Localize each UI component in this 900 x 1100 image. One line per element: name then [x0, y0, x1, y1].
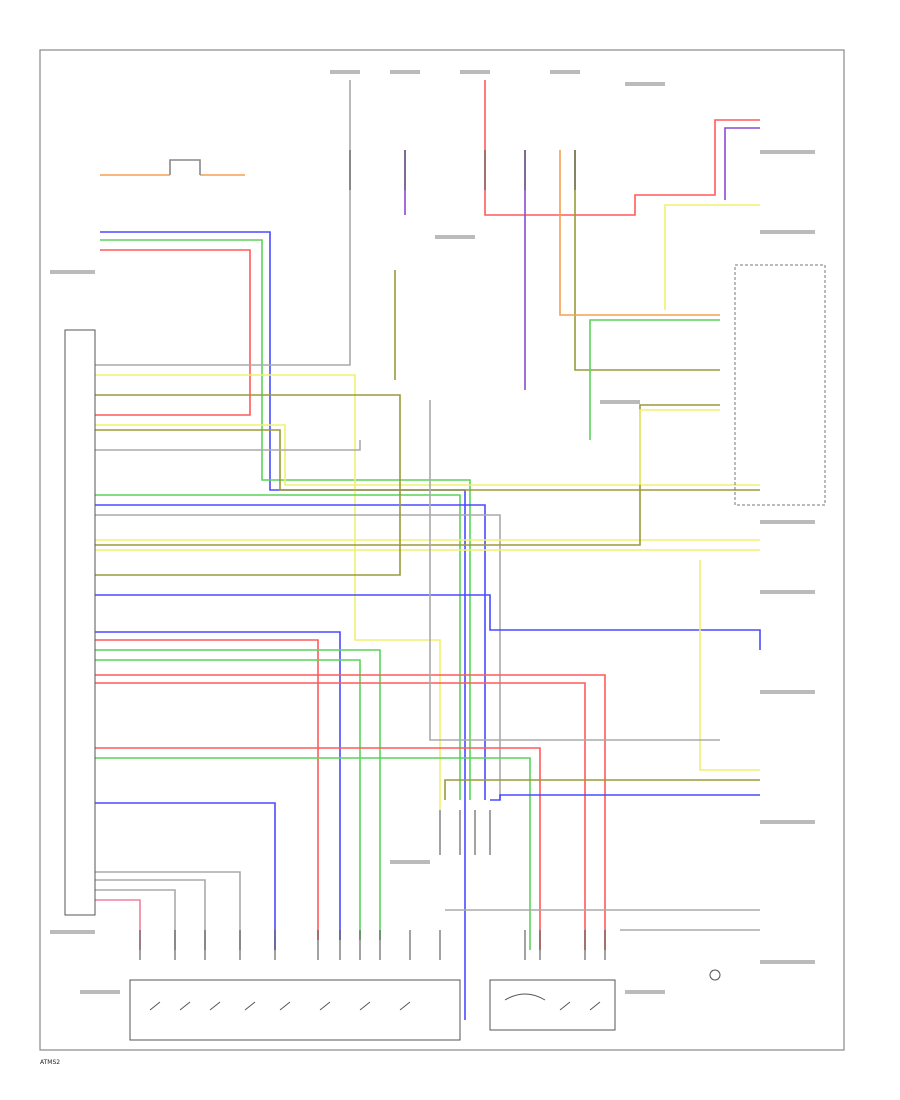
- lower-switch-box-1: [129, 979, 461, 1041]
- wire-green-2: [95, 494, 461, 800]
- wire-yellow-1: [95, 374, 441, 810]
- switches-lower-2: [504, 993, 601, 1011]
- wire-pink-1: [95, 899, 141, 950]
- wire-blue-2: [95, 504, 486, 800]
- label-mark: [760, 590, 815, 594]
- wires: [95, 80, 761, 1020]
- wire-olive-2: [95, 429, 760, 491]
- wire-gray-right: [429, 400, 720, 741]
- label-mark: [760, 690, 815, 694]
- label-mark: [600, 400, 640, 404]
- wire-green-5: [95, 757, 531, 950]
- wire-red-2: [95, 639, 319, 940]
- wire-red-top-right: [484, 80, 760, 216]
- right-component-box: [734, 264, 826, 506]
- wire-red-5: [95, 747, 541, 950]
- wire-blue-3: [95, 594, 761, 650]
- label-mark: [760, 960, 815, 964]
- connector-ticks: [139, 150, 606, 960]
- label-mark: [50, 930, 95, 934]
- wire-olive-right-2: [444, 779, 760, 800]
- ticks-top-row: [349, 150, 576, 190]
- wire-green-1: [100, 239, 471, 800]
- tiny-label-marks: [50, 70, 815, 994]
- wire-yellow-2: [95, 424, 760, 486]
- diagram-border: [39, 49, 845, 1051]
- wire-olive-3: [95, 430, 401, 576]
- wire-blue-4: [95, 631, 341, 940]
- wire-gray-3: [95, 514, 501, 800]
- switch-symbols: [149, 969, 721, 1011]
- label-mark: [760, 150, 815, 154]
- sensor-symbol: [709, 969, 721, 981]
- label-mark: [760, 820, 815, 824]
- wire-blue-1: [100, 231, 466, 1020]
- control-module-box: [64, 329, 96, 916]
- label-mark: [50, 270, 95, 274]
- label-mark: [460, 70, 490, 74]
- wire-red-1: [95, 249, 251, 416]
- label-mark: [760, 520, 815, 524]
- wire-gray-5: [95, 879, 206, 950]
- label-mark: [330, 70, 360, 74]
- footer-code: ATMS2: [40, 1059, 60, 1066]
- label-mark: [390, 70, 420, 74]
- label-mark: [760, 230, 815, 234]
- wire-olive-long: [95, 404, 720, 546]
- wire-olive-right: [574, 150, 720, 371]
- wire-yellow-right-2: [639, 409, 720, 485]
- wire-fuse-top: [169, 159, 201, 175]
- wire-gray-2: [95, 440, 361, 451]
- lower-switch-box-2: [489, 979, 616, 1031]
- wire-gray-6: [95, 889, 176, 950]
- wire-blue-right-2: [490, 794, 760, 801]
- wire-green-right: [589, 319, 720, 440]
- wire-blue-5: [95, 802, 276, 950]
- label-mark: [435, 235, 475, 239]
- wire-gray-4: [95, 871, 241, 950]
- ticks-mid-row: [439, 810, 491, 855]
- wire-red-4: [95, 682, 586, 950]
- switches-lower-1: [149, 1001, 411, 1011]
- wire-orange-right: [559, 150, 720, 316]
- wire-red-3: [95, 674, 606, 950]
- wire-gray-1: [95, 80, 351, 366]
- label-mark: [625, 990, 665, 994]
- wire-top-connector-1: [404, 150, 526, 390]
- wire-green-4: [95, 659, 361, 940]
- wire-purple-top-right: [724, 127, 760, 200]
- ticks-bottom-row: [139, 930, 606, 960]
- label-mark: [625, 82, 665, 86]
- label-mark: [80, 990, 120, 994]
- label-mark: [550, 70, 580, 74]
- wire-olive-1: [95, 394, 401, 430]
- wire-yellow-right-3: [699, 560, 760, 771]
- wire-yellow-top-right: [664, 204, 760, 310]
- label-mark: [390, 860, 430, 864]
- wire-green-3: [95, 649, 381, 940]
